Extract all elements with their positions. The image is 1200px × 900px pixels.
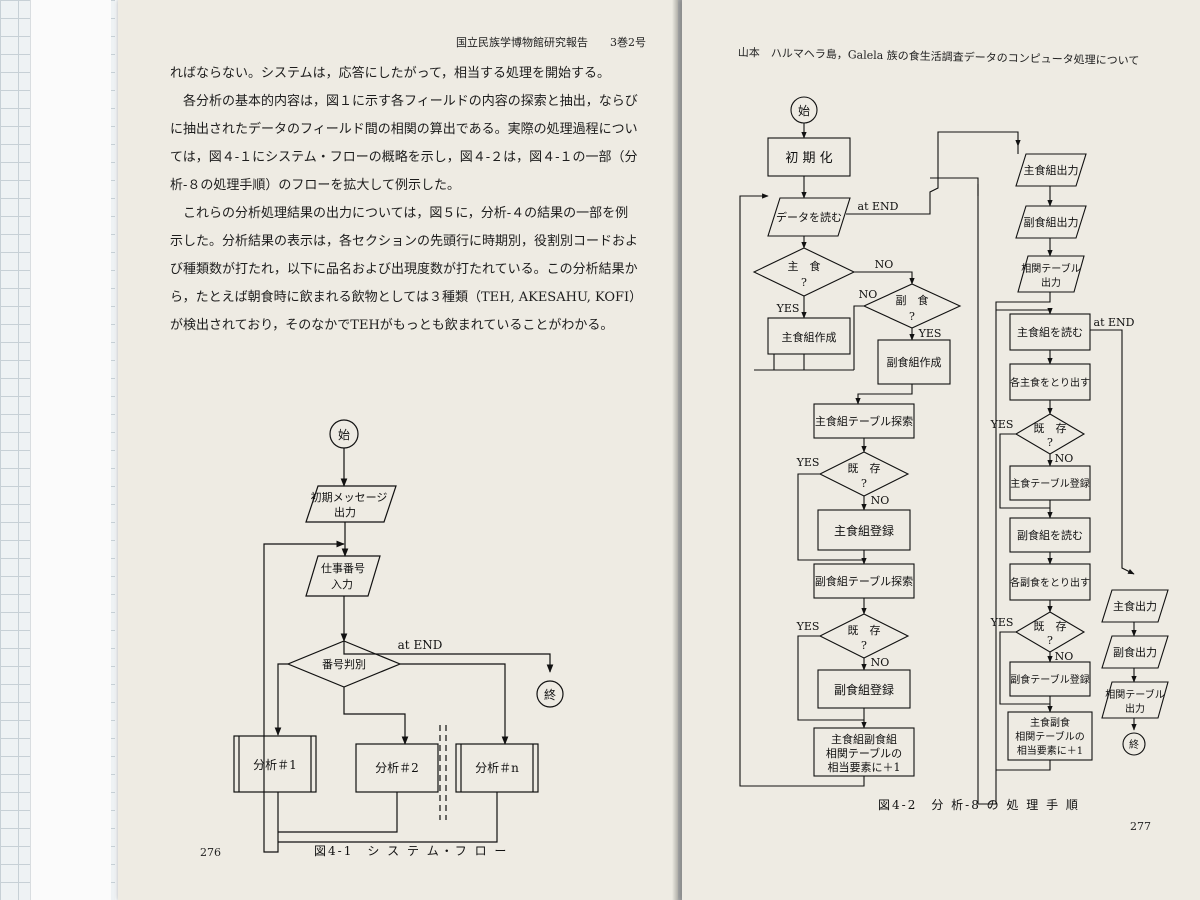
flow-analysis-1-box	[233, 735, 317, 793]
flow-job-number-input	[305, 555, 381, 597]
flow-at-end-label: at END	[398, 638, 443, 652]
left-page-number: 276	[200, 846, 221, 859]
flow-init-label-2: 出力	[334, 505, 356, 519]
right-page-number: 277	[1130, 820, 1151, 833]
flow2-read-data	[767, 197, 851, 237]
flow2-reg-side-table-label: 副食テーブル登録	[1010, 673, 1089, 686]
flow2-exists-main-label: 既 存	[848, 461, 881, 475]
flow-end-label: 終	[544, 687, 556, 702]
flow2-out-corr	[1101, 681, 1169, 719]
flow2-search-main-label: 主食組テーブル探索	[815, 414, 913, 428]
flow2-out-corr-2: 出力	[1125, 702, 1145, 715]
flow2-at-end-2: at END	[1094, 316, 1135, 329]
flow-job-label-2: 入力	[331, 578, 353, 591]
flow2-yes-5: YES	[990, 418, 1014, 431]
flow2-read-side-combo-label: 副食組を読む	[1017, 528, 1083, 542]
flow-analysis-1-label: 分析＃1	[253, 758, 297, 772]
right-page: 山本 ハルマヘラ島，Galela 族の食生活調査データのコンピュータ処理について	[682, 0, 1200, 900]
flow2-exists-side-label: 既 存	[848, 623, 881, 637]
flow2-yes-6: YES	[990, 616, 1014, 629]
flow2-reg-main-table-label: 主食テーブル登録	[1010, 477, 1089, 490]
flow-init-message	[305, 485, 397, 523]
flow2-reg-main-label: 主食組登録	[834, 523, 894, 538]
flow2-search-side-label: 副食組テーブル探索	[815, 574, 913, 588]
flow2-no-4: NO	[871, 656, 890, 669]
flow2-q-3: ?	[861, 477, 867, 490]
flow-analysis-2-label: 分析＃2	[375, 761, 419, 775]
paragraph-1: ればならない。システムは，応答にしたがって，相当する処理を開始する。	[170, 66, 611, 81]
flow2-q-1: ?	[801, 276, 807, 289]
flow2-exists-side2-label: 既 存	[1034, 619, 1067, 633]
flow2-init-label: 初 期 化	[785, 151, 832, 166]
flow2-out-side-label: 副食出力	[1113, 645, 1157, 659]
flow2-corr-label-1: 主食組副食組	[831, 732, 897, 746]
flow2-reg-side-label: 副食組登録	[834, 682, 894, 697]
flow2-no-6: NO	[1055, 650, 1074, 663]
left-running-header: 国立民族学博物館研究報告 3巻2号	[456, 36, 646, 49]
flow2-yes-2: YES	[918, 327, 942, 340]
flow-end-circle	[536, 680, 564, 708]
flow2-at-end-1: at END	[858, 200, 899, 213]
flow2-out-main-combo	[1015, 153, 1087, 187]
flow2-inc-corr-label-2: 相関テーブルの	[1015, 730, 1084, 743]
flow-start-label: 始	[338, 428, 350, 442]
paper-strip	[30, 0, 111, 900]
flow2-no-2: NO	[859, 288, 878, 301]
flow2-corr-label-3: 相当要素に＋1	[828, 760, 901, 774]
flow2-start-label: 始	[798, 104, 810, 118]
flow2-out-side-combo-label: 副食組出力	[1024, 215, 1079, 229]
flow2-q-2: ?	[909, 310, 915, 323]
flow2-no-5: NO	[1055, 452, 1074, 465]
flow2-take-main-label: 各主食をとり出す	[1010, 376, 1090, 389]
flow2-yes-4: YES	[796, 620, 820, 633]
flow2-yes-1: YES	[776, 302, 800, 315]
flow2-out-main	[1101, 589, 1169, 623]
flow2-no-3: NO	[871, 494, 890, 507]
flow2-q-4: ?	[861, 639, 867, 652]
flow2-read-data-label: データを読む	[776, 210, 842, 224]
flow2-take-side-label: 各副食をとり出す	[1010, 576, 1090, 589]
flow2-make-side-label: 副食組作成	[887, 355, 942, 369]
flow2-init-box	[767, 137, 851, 177]
flow2-end-circle	[1122, 732, 1146, 756]
flow2-is-main-label: 主 食	[788, 259, 821, 273]
flow2-read-main-combo-label: 主食組を読む	[1017, 325, 1083, 339]
flow2-end-label: 終	[1129, 738, 1139, 751]
flow-analysis-n-label: 分析＃n	[475, 761, 519, 775]
flow2-q-5: ?	[1047, 436, 1053, 449]
flow2-exists-main2-label: 既 存	[1034, 421, 1067, 435]
flow2-inc-corr-label-1: 主食副食	[1030, 716, 1070, 729]
flow-job-label-1: 仕事番号	[321, 562, 365, 575]
flow2-out-side-combo	[1015, 205, 1087, 239]
flow2-out-main-label: 主食出力	[1113, 599, 1157, 613]
flow2-no-1: NO	[875, 258, 894, 271]
left-body-text: ればならない。システムは，応答にしたがって，相当する処理を開始する。 各分析の基…	[170, 60, 640, 340]
flow2-out-main-combo-label: 主食組出力	[1024, 163, 1079, 177]
flow2-yes-3: YES	[796, 456, 820, 469]
flow2-out-corr-table-2: 出力	[1041, 276, 1061, 289]
flow2-inc-corr-label-3: 相当要素に＋1	[1017, 744, 1083, 757]
flow2-make-main-label: 主食組作成	[782, 330, 837, 344]
flow-init-label-1: 初期メッセージ	[311, 490, 388, 504]
figure-4-1-system-flow: 始 初期メッセージ 出力 仕事番号 入力 番号判別 at END 終 分析＃1 …	[233, 419, 564, 853]
figure-4-1-caption: 図4-1 シ ス テ ム・フ ロ ー	[314, 844, 509, 858]
flow2-make-main-box	[767, 317, 851, 355]
paragraph-2: 各分析の基本的内容は，図１に示す各フィールドの内容の探索と抽出，ならびに抽出され…	[170, 94, 638, 193]
flow2-corr-label-2: 相関テーブルの	[826, 746, 902, 760]
paragraph-3: これらの分析処理結果の出力については，図５に，分析-４の結果の一部を例示した。分…	[170, 206, 639, 333]
flow2-is-side-label: 副 食	[896, 293, 929, 307]
flow-decision-label: 番号判別	[322, 658, 366, 671]
figure-4-2-analysis-8-flow: 始 初 期 化 データを読む at END 主 食 ? NO YES 主食組作成…	[739, 96, 1169, 805]
left-page: 国立民族学博物館研究報告 3巻2号 ればならない。システムは，応答にしたがって，…	[118, 0, 678, 900]
flow2-q-6: ?	[1047, 634, 1053, 647]
flow2-make-side-box	[877, 339, 951, 385]
figure-4-2-caption: 図4-2 分 析-8 の 処 理 手 順	[878, 798, 1080, 812]
flow2-out-corr-table	[1017, 255, 1085, 293]
flow2-out-side	[1101, 635, 1169, 669]
flow2-out-corr-1: 相関テーブル	[1105, 688, 1164, 701]
flow2-out-corr-table-1: 相関テーブル	[1021, 262, 1080, 275]
